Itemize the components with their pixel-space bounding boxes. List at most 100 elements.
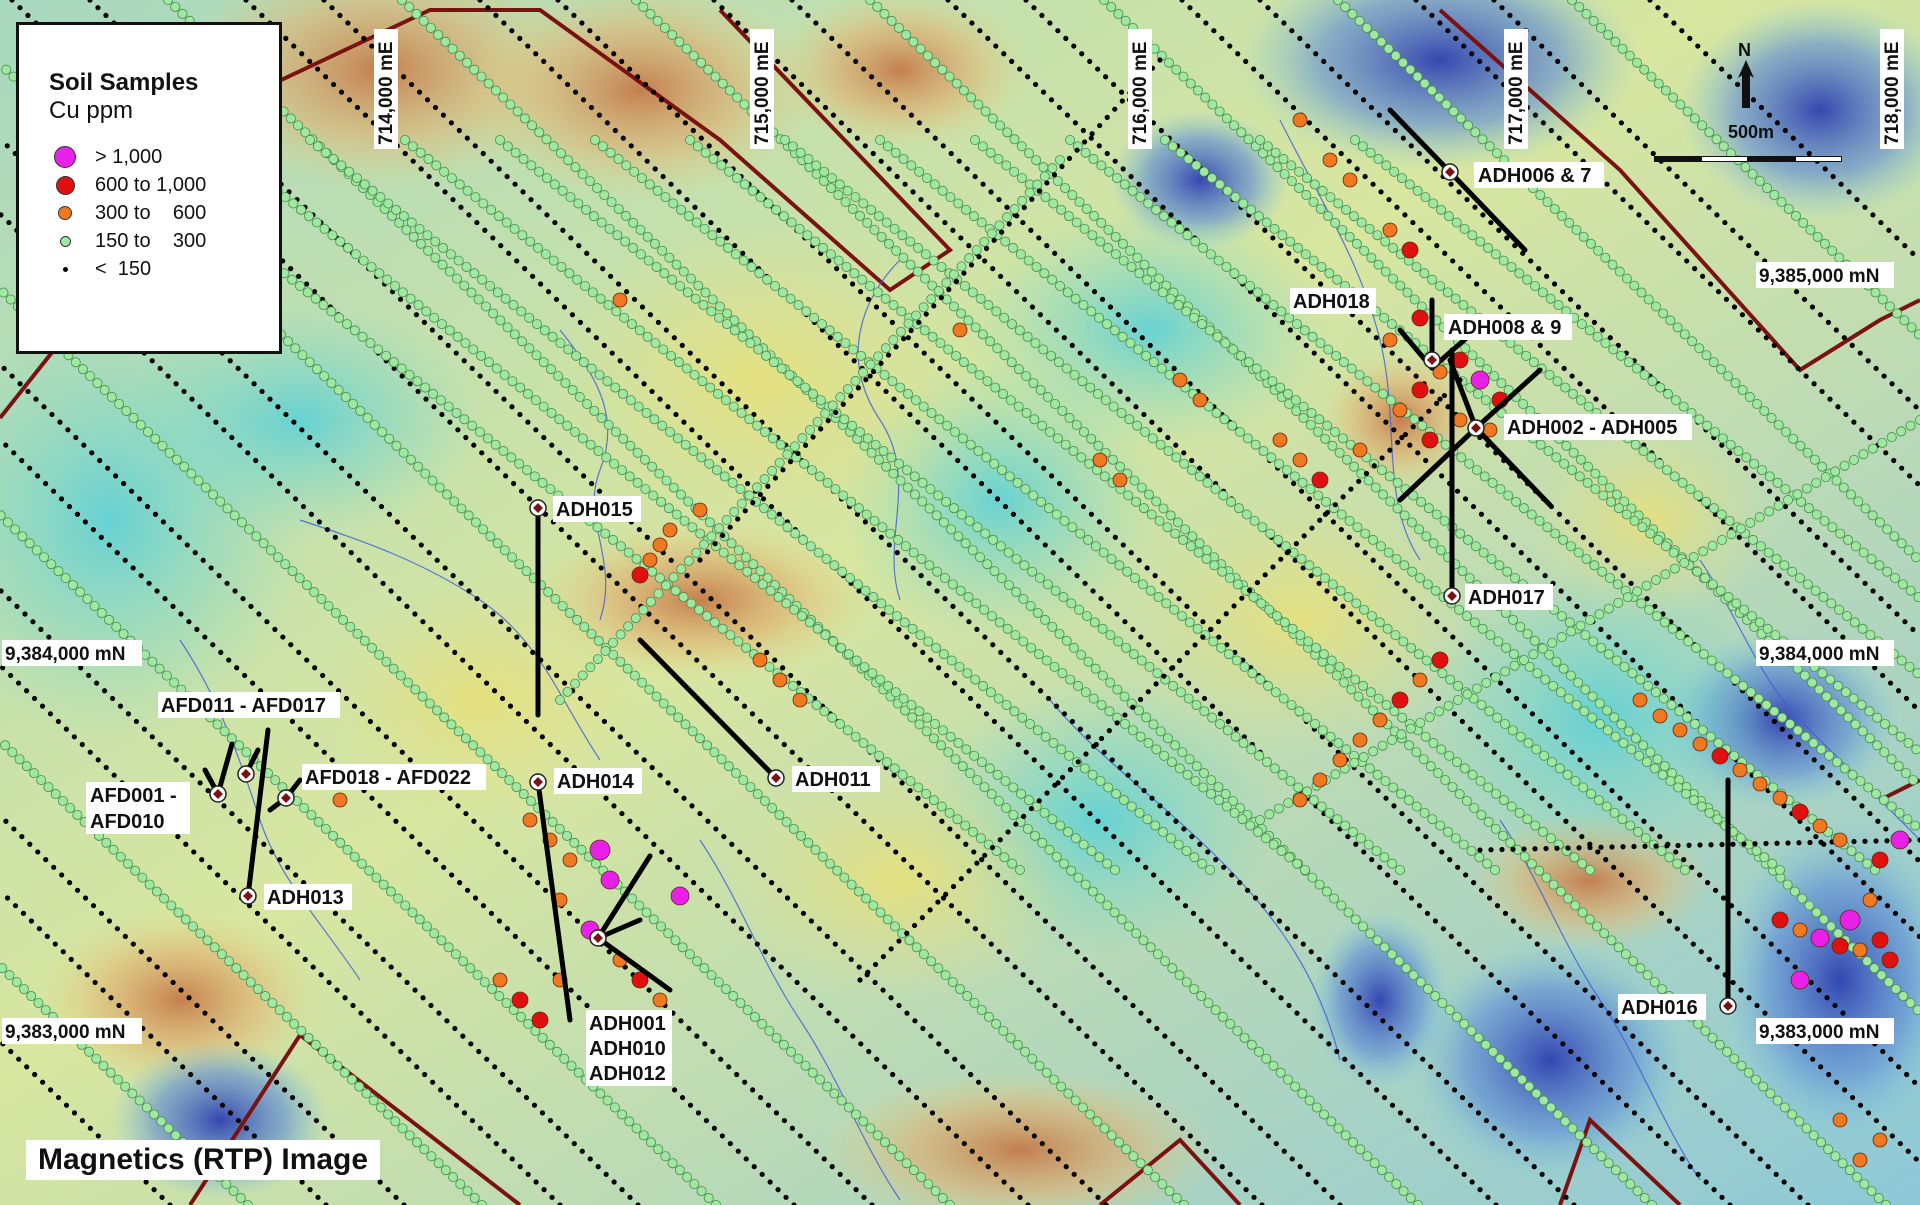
sample-point <box>1698 196 1704 203</box>
sample-point <box>332 1060 343 1071</box>
sample-point <box>1390 630 1401 641</box>
sample-point <box>409 833 415 840</box>
sample-point <box>1461 43 1467 49</box>
sample-point <box>1329 66 1335 72</box>
sample-point <box>97 457 103 464</box>
sample-point <box>730 918 737 924</box>
sample-point <box>1660 85 1671 96</box>
sample-point <box>1718 141 1729 152</box>
sample-point <box>545 289 552 295</box>
sample-point <box>1028 979 1034 986</box>
sample-point <box>866 744 877 755</box>
sample-point <box>1725 1125 1731 1131</box>
sample-point <box>4 970 15 981</box>
sample-point <box>907 411 913 418</box>
sample-point <box>718 547 729 558</box>
sample-point <box>1179 1125 1185 1131</box>
sample-point <box>170 603 176 609</box>
sample-point <box>491 688 498 694</box>
sample-point <box>95 1133 101 1139</box>
sample-point <box>1429 388 1435 395</box>
sample-point <box>1689 864 1695 870</box>
sample-point <box>1100 1048 1106 1055</box>
sample-point <box>1184 617 1195 628</box>
sample-point <box>1428 1064 1434 1070</box>
sample-point <box>334 987 340 993</box>
sample-point <box>337 12 343 18</box>
sample-point <box>420 382 431 393</box>
sample-point <box>1029 304 1036 310</box>
sample-point <box>1343 592 1354 603</box>
sample-point <box>695 1110 702 1116</box>
sample-point <box>888 468 899 479</box>
sample-point <box>1148 719 1159 730</box>
sample-point <box>1690 189 1696 195</box>
sample-point <box>321 749 327 755</box>
sample-point <box>624 1116 635 1127</box>
sample-point <box>405 454 416 465</box>
sample-point <box>410 158 416 164</box>
sample-point <box>42 480 49 487</box>
sample-point <box>731 768 742 779</box>
sample-point <box>1627 880 1633 886</box>
sample-point <box>1361 22 1372 33</box>
sample-point <box>289 1094 296 1101</box>
sample-point <box>1103 1202 1109 1205</box>
sample-point <box>4 895 11 901</box>
sample-point <box>259 388 265 395</box>
sample-point <box>1237 880 1243 886</box>
sample-point <box>934 588 940 594</box>
sample-point <box>237 818 243 824</box>
sample-point <box>1733 1133 1739 1139</box>
sample-point <box>1099 296 1106 302</box>
sample-point <box>1570 900 1581 911</box>
sample-point <box>1155 726 1166 737</box>
sample-point <box>1370 557 1376 563</box>
sample-point <box>1607 1087 1614 1093</box>
sample-point <box>642 331 653 342</box>
sample-point <box>1125 245 1136 256</box>
sample-point <box>748 634 754 640</box>
sample-point <box>1025 719 1036 730</box>
sample-point <box>1217 566 1228 577</box>
sample-point <box>1451 1087 1458 1093</box>
sample-point <box>1053 357 1064 368</box>
sample-point <box>1102 858 1113 869</box>
sample-point <box>1287 623 1298 634</box>
sample-point <box>1870 588 1876 594</box>
sample-point <box>1892 910 1899 916</box>
sample-point <box>111 772 117 778</box>
sample-point <box>1632 1186 1643 1197</box>
sample-point <box>628 143 634 149</box>
sample-point <box>994 617 1005 628</box>
sample-point <box>475 747 486 758</box>
sample-point <box>1766 412 1777 423</box>
sample-point <box>923 1179 934 1190</box>
sample-point <box>1623 726 1634 737</box>
sample-point <box>1865 358 1871 364</box>
sample-point <box>1502 534 1508 540</box>
sample-point <box>1021 296 1028 302</box>
sample-point <box>721 984 732 995</box>
sample-point <box>956 509 967 520</box>
sample-point <box>1512 995 1518 1001</box>
sample-point <box>702 1041 708 1047</box>
sample-point <box>1497 304 1504 310</box>
sample-point <box>829 35 835 41</box>
sample-point <box>1736 534 1742 540</box>
sample-point <box>449 872 455 878</box>
sample-point <box>1042 392 1053 403</box>
sample-point <box>1100 395 1111 406</box>
sample-point <box>923 427 929 433</box>
sample-point <box>320 672 326 679</box>
sample-point <box>563 5 569 11</box>
sample-point <box>534 127 545 138</box>
sample-point <box>1466 1025 1477 1036</box>
sample-point <box>1221 113 1232 124</box>
sample-point <box>999 726 1005 732</box>
sample-point <box>1162 657 1168 663</box>
sample-point <box>1410 596 1416 602</box>
sample-point <box>1901 768 1912 779</box>
